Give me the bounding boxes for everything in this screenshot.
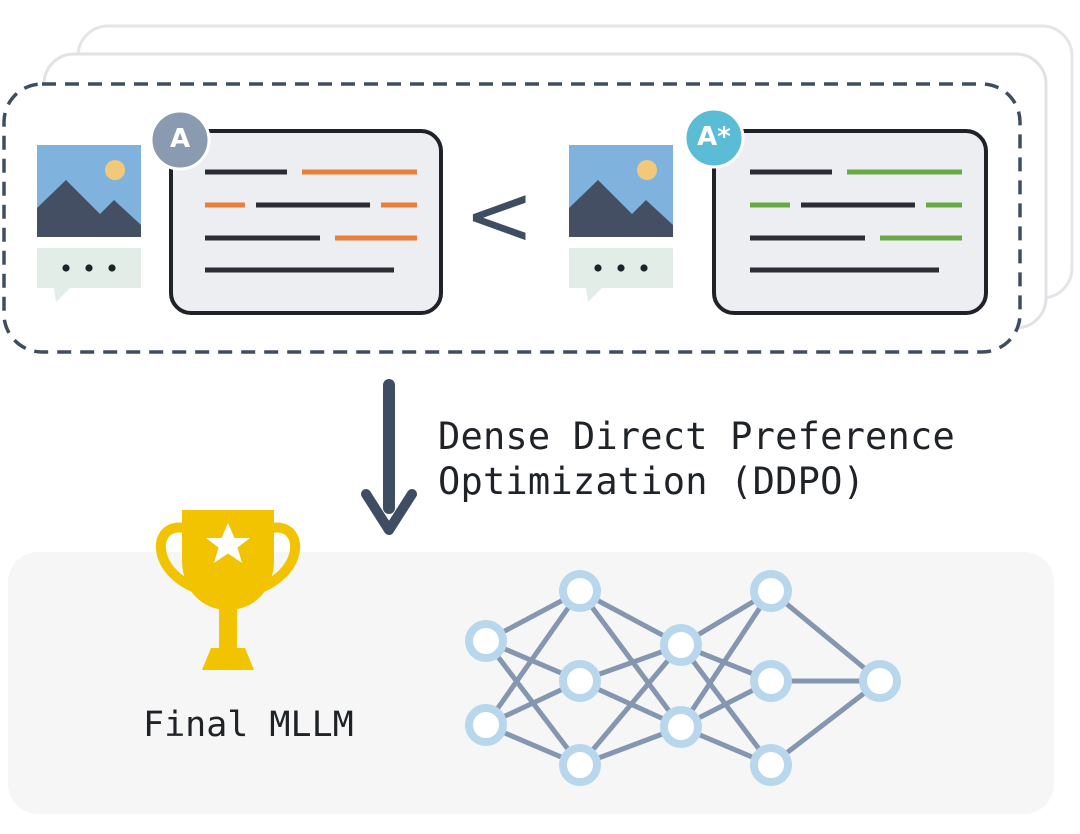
network-node [660,706,702,748]
network-nodes [465,570,901,786]
less-than-symbol: < [464,166,535,264]
ddpo-label-line1: Dense Direct Preference [438,415,955,458]
image-icon-right [569,145,673,237]
badge-a-label: A [169,124,191,154]
down-arrow-icon [361,379,417,535]
badge-a-star-label: A* [697,122,731,152]
network-node [465,704,507,746]
network-node [750,570,792,612]
preferred-response-card [712,129,988,315]
network-node [660,624,702,666]
network-node [559,660,601,702]
image-icon [37,145,141,237]
rejected-response-card [169,129,443,315]
prompt-bubble-right [569,248,673,302]
network-node [465,620,507,662]
network-node [750,744,792,786]
final-mllm-label: Final MLLM [143,705,354,745]
badge-a [149,109,211,171]
network-node [750,660,792,702]
ddpo-label: Dense Direct Preference Optimization (DD… [438,414,955,504]
badge-a-star [683,107,745,169]
prompt-bubble [37,248,141,302]
ddpo-label-line2: Optimization (DDPO) [438,460,866,503]
network-node [559,744,601,786]
network-node [559,570,601,612]
network-node [859,660,901,702]
trophy-icon [156,510,300,670]
